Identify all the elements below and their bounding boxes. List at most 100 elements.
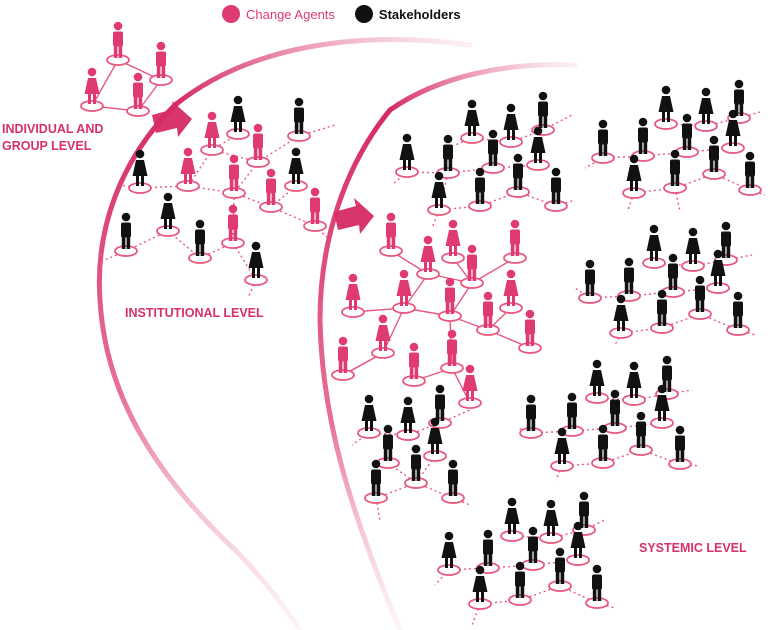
change-agent-person-icon: [126, 72, 150, 117]
stakeholder-person-icon: [650, 384, 674, 429]
stakeholder-person-icon: [675, 113, 699, 158]
dotted-link: [391, 171, 408, 186]
dotted-link: [584, 157, 604, 169]
stakeholder-person-icon: [441, 459, 465, 504]
stakeholder-person-icon: [654, 85, 678, 130]
dotted-link: [596, 602, 616, 609]
stakeholder-person-icon: [548, 547, 572, 592]
dotted-link: [738, 111, 761, 119]
dotted-link: [627, 192, 635, 211]
dotted-link: [351, 432, 370, 446]
change-agent-person-icon: [106, 21, 130, 66]
dotted-link: [434, 569, 450, 586]
change-agent-person-icon: [176, 147, 200, 192]
stakeholder-person-icon: [578, 259, 602, 304]
stakeholder-person-icon: [226, 95, 250, 140]
stakeholder-person-icon: [702, 135, 726, 180]
stakeholder-person-icon: [437, 531, 461, 576]
change-agent-person-icon: [441, 219, 465, 264]
dotted-link: [666, 389, 693, 395]
change-agent-person-icon: [499, 269, 523, 314]
stakeholder-person-icon: [560, 392, 584, 437]
change-agent-person-icon: [341, 273, 365, 318]
stakeholder-person-icon: [423, 417, 447, 462]
stakeholder-person-icon: [591, 424, 615, 469]
stakeholder-person-icon: [706, 249, 730, 294]
stakeholder-person-icon: [566, 521, 590, 566]
stakeholder-person-icon: [481, 129, 505, 174]
change-agent-legend-dot: [222, 5, 240, 23]
stakeholder-person-icon: [476, 529, 500, 574]
stakeholder-person-icon: [544, 167, 568, 212]
dotted-link: [247, 279, 257, 299]
stakeholder-person-icon: [663, 149, 687, 194]
stakeholder-person-icon: [642, 224, 666, 269]
dotted-link: [583, 519, 606, 531]
change-agent-person-icon: [460, 244, 484, 289]
stakeholder-person-icon: [668, 425, 692, 470]
stakeholder-person-icon: [661, 253, 685, 298]
stakeholder-person-icon: [460, 99, 484, 144]
change-agent-person-icon: [222, 154, 246, 199]
stakeholder-person-icon: [284, 147, 308, 192]
stakeholder-person-icon: [622, 154, 646, 199]
dotted-link: [471, 603, 481, 626]
stakeholders-legend-label: Stakeholders: [378, 6, 461, 22]
stakeholder-person-icon: [721, 109, 745, 154]
institutional-level-label: INSTITUTIONAL LEVEL: [125, 306, 264, 320]
change-agent-person-icon: [503, 219, 527, 264]
stakeholder-person-icon: [650, 289, 674, 334]
stakeholder-person-icon: [499, 103, 523, 148]
stakeholder-person-icon: [688, 275, 712, 320]
change-agent-person-icon: [438, 277, 462, 322]
stakeholder-person-icon: [436, 134, 460, 179]
stakeholder-person-icon: [726, 291, 750, 336]
change-agent-person-icon: [379, 212, 403, 257]
dotted-link: [452, 497, 471, 506]
stakeholder-person-icon: [188, 219, 212, 264]
stakeholder-person-icon: [287, 97, 311, 142]
change-agent-person-icon: [259, 168, 283, 213]
stakeholder-person-icon: [585, 564, 609, 609]
stakeholder-person-icon: [244, 241, 268, 286]
dotted-link: [574, 287, 591, 299]
stakeholder-person-icon: [550, 427, 574, 472]
change-agent-person-icon: [303, 187, 327, 232]
stakeholder-person-icon: [585, 359, 609, 404]
change-agent-person-icon: [458, 364, 482, 409]
stakeholder-person-icon: [609, 294, 633, 339]
stakeholder-person-icon: [357, 394, 381, 439]
change-agent-person-icon: [440, 329, 464, 374]
stakeholder-person-icon: [617, 257, 641, 302]
stakeholder-person-icon: [655, 355, 679, 400]
institutional-boundary-arc-top: [172, 37, 473, 108]
stakeholder-person-icon: [681, 227, 705, 272]
stakeholder-person-icon: [631, 117, 655, 162]
change-agent-person-icon: [371, 314, 395, 359]
stakeholder-person-icon: [364, 459, 388, 504]
stakeholder-person-icon: [156, 192, 180, 237]
stakeholder-person-icon: [714, 221, 738, 266]
dotted-link: [314, 225, 331, 241]
dotted-link: [454, 137, 473, 146]
stakeholder-person-icon: [427, 171, 451, 216]
change-agent-person-icon: [200, 111, 224, 156]
change-agent-person-icon: [331, 336, 355, 381]
systemic-boundary-arc-top: [387, 62, 578, 113]
stakeholder-person-icon: [508, 561, 532, 606]
systemic-boundary-arc: [317, 107, 403, 630]
people: [80, 21, 762, 610]
stakeholder-person-icon: [506, 153, 530, 198]
stakeholder-person-icon: [468, 565, 492, 610]
solid-link: [91, 59, 119, 107]
individual-group-level-label: INDIVIDUAL AND GROUP LEVEL: [2, 122, 104, 153]
stakeholder-person-icon: [629, 411, 653, 456]
change-agent-person-icon: [392, 269, 416, 314]
stakeholder-person-icon: [395, 133, 419, 178]
stakeholder-person-icon: [500, 497, 524, 542]
change-agent-person-icon: [246, 123, 270, 168]
change-agent-person-icon: [221, 204, 245, 249]
dotted-link: [614, 332, 622, 346]
stakeholder-person-icon: [591, 119, 615, 164]
